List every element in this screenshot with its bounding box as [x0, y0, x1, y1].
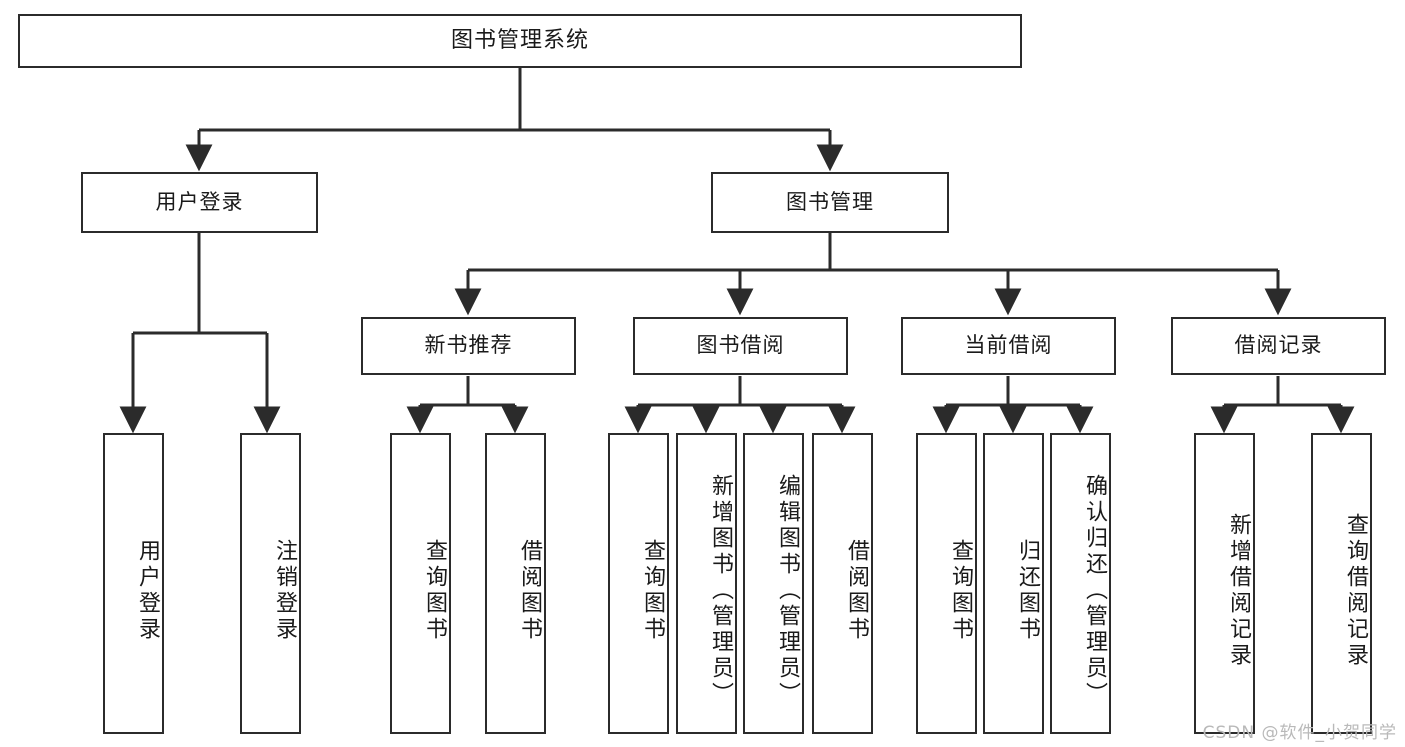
node-label: 新增借阅记录: [1226, 512, 1251, 669]
leaf-book-borrow-borrow-book[interactable]: 借阅图书: [812, 433, 873, 734]
node-label: 归还图书: [1015, 538, 1040, 643]
node-label: 查询借阅记录: [1343, 512, 1368, 669]
node-label: 确认归还（管理员）: [1082, 473, 1107, 708]
node-borrow-record[interactable]: 借阅记录: [1171, 317, 1386, 375]
node-label: 新书推荐: [424, 333, 513, 358]
node-label: 图书借阅: [696, 333, 785, 358]
leaf-book-borrow-edit-book-admin[interactable]: 编辑图书（管理员）: [743, 433, 804, 734]
node-book-management[interactable]: 图书管理: [711, 172, 949, 233]
node-label: 借阅图书: [517, 538, 542, 643]
node-label: 查询图书: [948, 538, 973, 643]
leaf-borrow-record-add-record[interactable]: 新增借阅记录: [1194, 433, 1255, 734]
node-user-login[interactable]: 用户登录: [81, 172, 318, 233]
leaf-current-borrow-query-book[interactable]: 查询图书: [916, 433, 977, 734]
leaf-user-login-logout[interactable]: 注销登录: [240, 433, 301, 734]
node-label: 编辑图书（管理员）: [775, 473, 800, 708]
leaf-new-book-query-book[interactable]: 查询图书: [390, 433, 451, 734]
leaf-borrow-record-query-record[interactable]: 查询借阅记录: [1311, 433, 1372, 734]
node-label: 图书管理系统: [450, 27, 589, 53]
node-label: 新增图书（管理员）: [708, 473, 733, 708]
watermark: CSDN @软件_小贺同学: [1202, 723, 1397, 743]
leaf-book-borrow-add-book-admin[interactable]: 新增图书（管理员）: [676, 433, 737, 734]
node-label: 借阅图书: [844, 538, 869, 643]
node-current-borrow[interactable]: 当前借阅: [901, 317, 1116, 375]
node-root-book-management-system[interactable]: 图书管理系统: [18, 14, 1022, 68]
node-label: 查询图书: [422, 538, 447, 643]
node-label: 借阅记录: [1234, 333, 1323, 358]
leaf-current-borrow-return-book[interactable]: 归还图书: [983, 433, 1044, 734]
node-label: 用户登录: [135, 538, 160, 643]
node-new-book-recommend[interactable]: 新书推荐: [361, 317, 576, 375]
leaf-user-login-login[interactable]: 用户登录: [103, 433, 164, 734]
node-label: 用户登录: [155, 189, 244, 214]
leaf-book-borrow-query-book[interactable]: 查询图书: [608, 433, 669, 734]
node-label: 查询图书: [640, 538, 665, 643]
leaf-current-borrow-confirm-return-admin[interactable]: 确认归还（管理员）: [1050, 433, 1111, 734]
node-book-borrow[interactable]: 图书借阅: [633, 317, 848, 375]
node-label: 图书管理: [786, 189, 874, 214]
node-label: 当前借阅: [964, 333, 1053, 358]
node-label: 注销登录: [272, 538, 297, 643]
leaf-new-book-borrow-book[interactable]: 借阅图书: [485, 433, 546, 734]
